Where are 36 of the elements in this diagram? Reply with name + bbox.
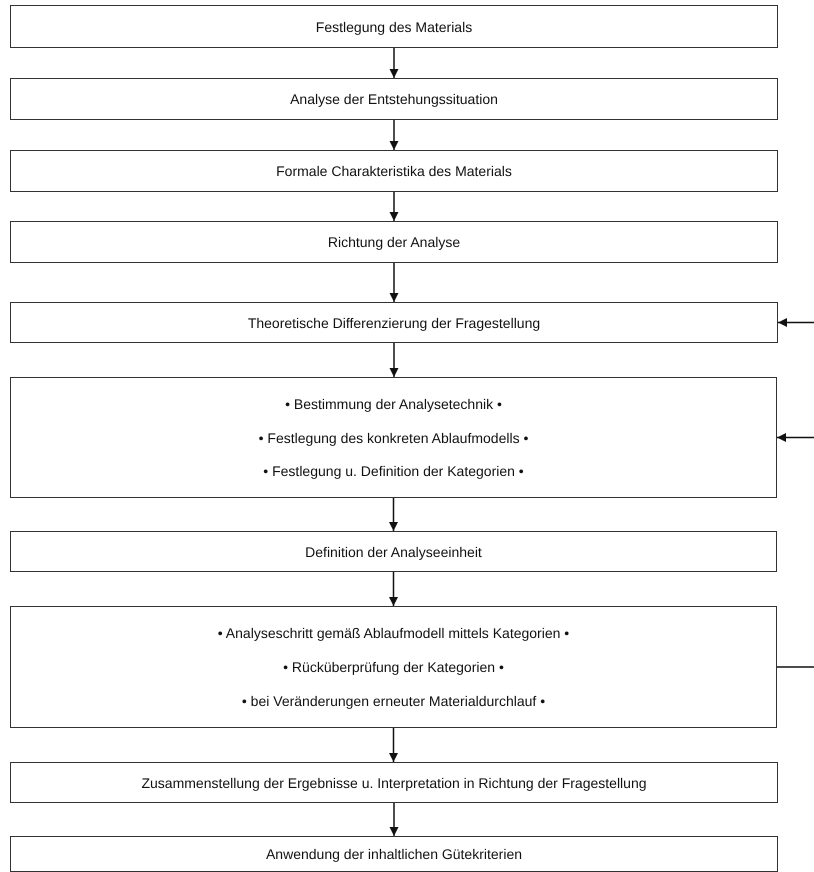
arrow xyxy=(390,803,398,836)
process-box xyxy=(10,78,778,120)
box-text: Richtung der Analyse xyxy=(326,234,462,250)
connector-line xyxy=(777,666,814,668)
box-text: • Festlegung des konkreten Ablaufmodells • xyxy=(258,430,530,446)
arrow xyxy=(389,498,398,531)
box-text: Formale Charakteristika des Materials xyxy=(275,163,513,179)
box-text: Anwendung der inhaltlichen Gütekriterien xyxy=(264,846,524,862)
box-text: Theoretische Differenzierung der Fragestellung xyxy=(246,314,542,330)
process-box xyxy=(10,221,778,263)
box-text: • Analyseschritt gemäß Ablaufmodell mittels Kategorien • xyxy=(216,625,570,641)
arrow xyxy=(389,572,398,606)
process-box xyxy=(10,377,777,498)
process-box xyxy=(10,836,778,872)
box-text: • bei Veränderungen erneuter Materialdurchlauf • xyxy=(240,693,546,709)
arrow xyxy=(390,263,398,302)
arrow xyxy=(390,192,398,221)
process-box xyxy=(10,5,778,48)
box-text: Analyse der Entstehungssituation xyxy=(289,91,499,107)
arrow xyxy=(390,343,398,377)
arrow xyxy=(778,318,814,327)
box-text: • Rücküberprüfung der Kategorien • xyxy=(282,659,505,675)
process-box xyxy=(10,531,777,572)
arrow xyxy=(777,433,814,442)
box-text: Festlegung des Materials xyxy=(314,18,474,34)
arrow xyxy=(390,120,398,150)
arrow xyxy=(390,48,398,78)
process-box xyxy=(10,762,778,803)
box-text: • Bestimmung der Analysetechnik • xyxy=(284,396,503,412)
box-text: Definition der Analyseeinheit xyxy=(304,544,483,560)
process-box xyxy=(10,302,778,343)
box-text: • Festlegung u. Definition der Kategorien • xyxy=(262,463,525,480)
process-box xyxy=(10,606,777,728)
box-text: Zusammenstellung der Ergebnisse u. Interpretation in Richtung der Fragestellung xyxy=(140,774,648,790)
arrow xyxy=(389,728,398,762)
process-box xyxy=(10,150,778,192)
